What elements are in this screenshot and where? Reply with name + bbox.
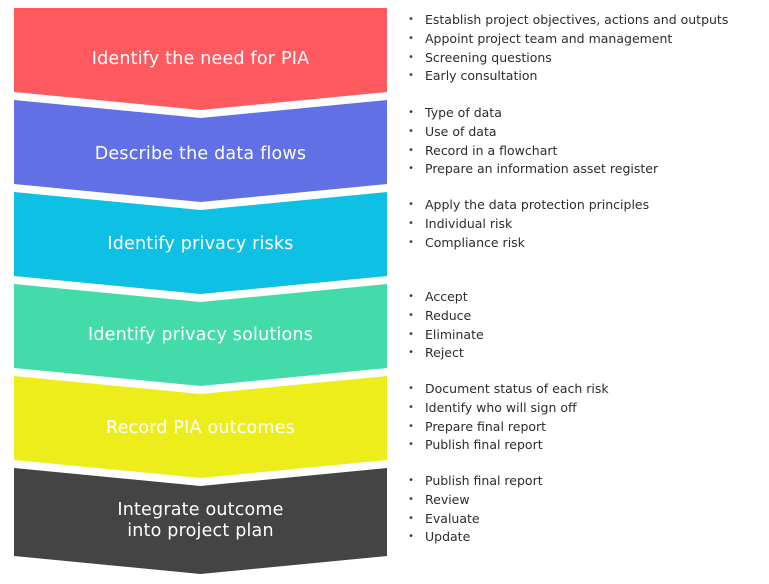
list-item: Record in a flowchart [408, 142, 658, 161]
step-title-integrate-outcome: Integrate outcome into project plan [117, 500, 284, 541]
list-item: Early consultation [408, 67, 728, 86]
chevron-band-identify-need [14, 8, 387, 110]
chevron-band-identify-risks [14, 192, 387, 294]
list-item: Publish final report [408, 472, 543, 491]
step-bullets-record-outcomes: Document status of each risk Identify wh… [408, 380, 609, 455]
list-item: Screening questions [408, 49, 728, 68]
list-item: Publish final report [408, 436, 609, 455]
step-bullets-integrate-outcome: Publish final report Review Evaluate Upd… [408, 472, 543, 547]
step-title-identify-solutions: Identify privacy solutions [87, 325, 314, 345]
step-bullets-identify-solutions: Accept Reduce Eliminate Reject [408, 288, 484, 363]
list-item: Reduce [408, 307, 484, 326]
list-item: Accept [408, 288, 484, 307]
list-item: Prepare final report [408, 418, 609, 437]
list-item: Review [408, 491, 543, 510]
step-title-describe-data-flows: Describe the data flows [94, 144, 307, 164]
list-item: Evaluate [408, 510, 543, 529]
chevron-band-identify-solutions [14, 284, 387, 386]
step-bullets-identify-need: Establish project objectives, actions an… [408, 11, 728, 86]
step-title-identify-need: Identify the need for PIA [91, 49, 310, 69]
chevron-band-integrate-outcome [14, 468, 387, 574]
step-bullets-identify-risks: Apply the data protection principles Ind… [408, 196, 649, 252]
list-item: Use of data [408, 123, 658, 142]
list-item: Appoint project team and management [408, 30, 728, 49]
step-title-identify-risks: Identify privacy risks [107, 234, 294, 254]
chevron-band-describe-data-flows [14, 100, 387, 202]
list-item: Eliminate [408, 326, 484, 345]
list-item: Update [408, 528, 543, 547]
list-item: Identify who will sign off [408, 399, 609, 418]
list-item: Compliance risk [408, 234, 649, 253]
list-item: Establish project objectives, actions an… [408, 11, 728, 30]
list-item: Prepare an information asset register [408, 160, 658, 179]
list-item: Apply the data protection principles [408, 196, 649, 215]
list-item: Reject [408, 344, 484, 363]
list-item: Type of data [408, 104, 658, 123]
list-item: Document status of each risk [408, 380, 609, 399]
list-item: Individual risk [408, 215, 649, 234]
chevron-band-record-outcomes [14, 376, 387, 478]
step-bullets-describe-data-flows: Type of data Use of data Record in a flo… [408, 104, 658, 179]
step-title-record-outcomes: Record PIA outcomes [106, 418, 295, 438]
